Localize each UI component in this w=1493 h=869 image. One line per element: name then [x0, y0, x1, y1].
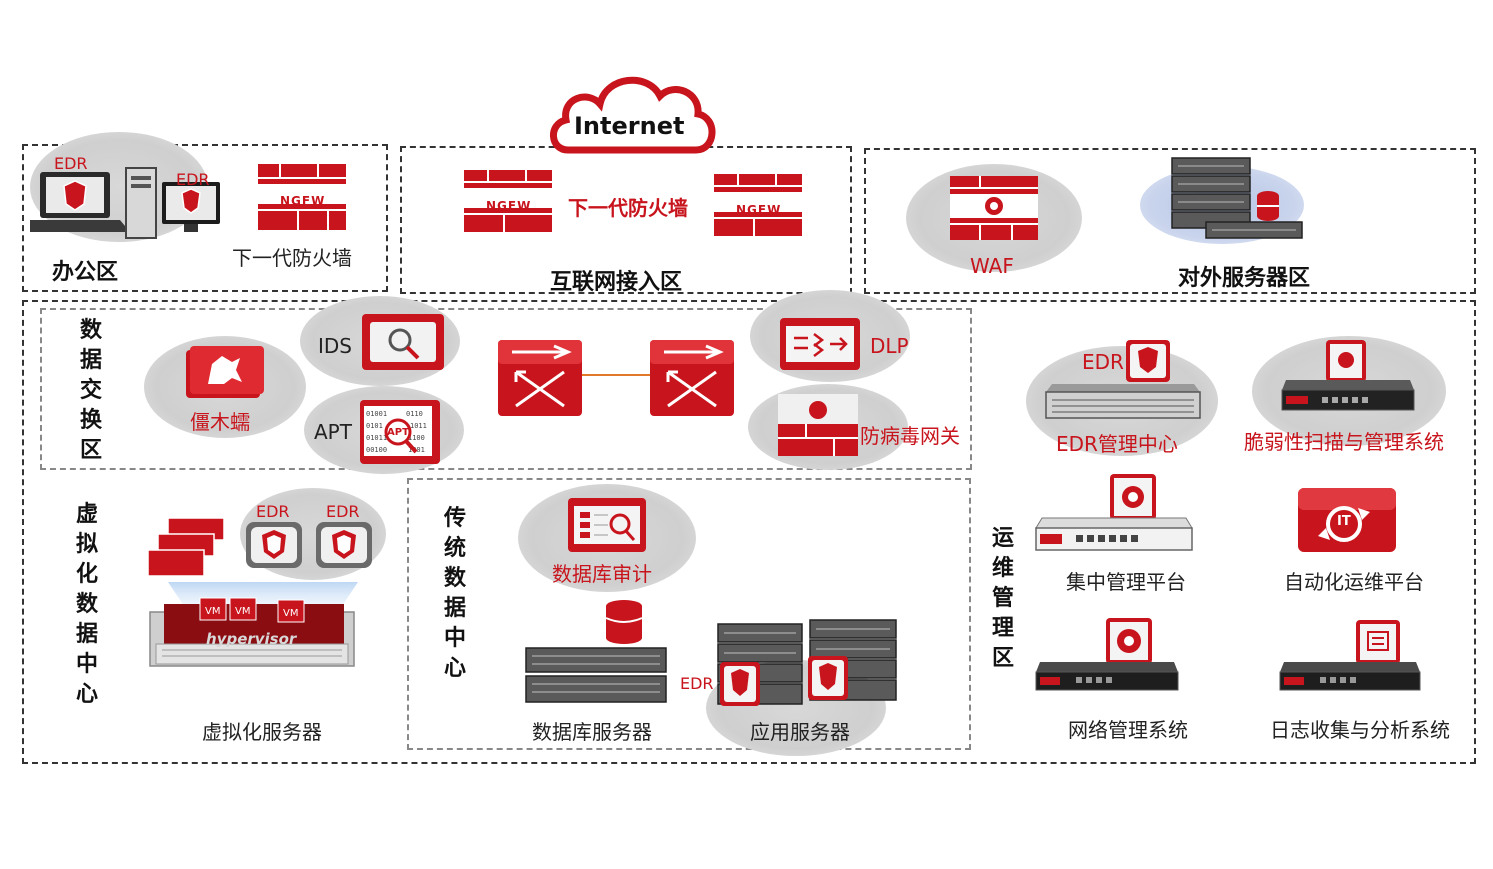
- ngfw-left-icon: [464, 170, 552, 232]
- netmgmt-label: 网络管理系统: [1068, 718, 1188, 742]
- netmgmt-icon: [1035, 618, 1179, 691]
- vuln-scanner-icon: [1281, 340, 1415, 411]
- svg-text:01001: 01001: [366, 410, 387, 418]
- trojan-label: 僵木蠕: [190, 410, 250, 434]
- edr-mgmt-icon: [1045, 340, 1201, 419]
- internal-zone: [22, 300, 1476, 764]
- vuln-label: 脆弱性扫描与管理系统: [1244, 430, 1444, 454]
- hypervisor-server-icon: [149, 597, 355, 667]
- auto-ops-label: 自动化运维平台: [1284, 570, 1424, 594]
- ngfw-left-badge: NGFW: [486, 199, 532, 213]
- ops-title: 运维管理区: [991, 526, 1014, 671]
- waf-icon: [950, 176, 1038, 240]
- internet-cloud-icon: [550, 76, 716, 154]
- antivirus-gateway-icon: [778, 394, 858, 456]
- central-mgmt-icon: [1035, 474, 1193, 551]
- vm-stack-icon: [147, 517, 225, 577]
- waf-label: WAF: [970, 254, 1014, 278]
- svg-text:1100: 1100: [408, 434, 425, 442]
- traditional-dc-title: 传统数据中心: [443, 506, 466, 681]
- app-server-label: 应用服务器: [750, 720, 850, 744]
- ngfw-right-badge: NGFW: [736, 203, 782, 217]
- dlp-label: DLP: [870, 334, 909, 358]
- core-switch-right-icon: [650, 340, 734, 416]
- ids-label: IDS: [318, 334, 352, 358]
- internet-firewall-label: 下一代防火墙: [568, 196, 688, 220]
- auto-ops-icon: [1298, 488, 1396, 552]
- external-server-icon: [1171, 157, 1303, 239]
- internet-label: Internet: [574, 112, 685, 140]
- app-server-icon: [717, 619, 897, 706]
- office-edr-laptop-tag: EDR: [54, 154, 88, 173]
- edr-mgmt-label: EDR管理中心: [1056, 432, 1178, 456]
- desktop-icon: [125, 167, 220, 239]
- virtual-edr-1-icon: [246, 522, 302, 568]
- edr-mgmt-tag: EDR: [1082, 350, 1124, 374]
- log-system-icon: [1279, 620, 1421, 691]
- traditional-dc-zone: [407, 478, 971, 750]
- auto-ops-badge: IT: [1337, 514, 1351, 529]
- db-server-label: 数据库服务器: [532, 720, 652, 744]
- virtual-dc-title: 虚拟化数据中心: [75, 502, 98, 707]
- vm-1-label: VM: [205, 606, 221, 617]
- external-servers-title: 对外服务器区: [1178, 266, 1311, 291]
- core-switch-left-icon: [498, 340, 582, 416]
- office-firewall-label: 下一代防火墙: [232, 246, 352, 270]
- svg-text:1011: 1011: [410, 422, 427, 430]
- trojan-detector-icon: [186, 346, 264, 398]
- office-ngfw-badge: NGFW: [280, 194, 326, 208]
- virtual-edr-2-icon: [316, 522, 372, 568]
- office-edr-desktop-tag: EDR: [176, 170, 210, 189]
- laptop-icon: [30, 172, 130, 232]
- vm-2-label: VM: [235, 606, 251, 617]
- db-server-icon: [525, 600, 667, 703]
- db-audit-label: 数据库审计: [552, 562, 652, 586]
- hypervisor-label: hypervisor: [206, 630, 297, 648]
- internet-access-title: 互联网接入区: [550, 270, 683, 295]
- db-audit-icon: [568, 498, 646, 552]
- apt-badge: APT: [387, 427, 409, 438]
- office-zone: [22, 144, 388, 292]
- central-mgmt-label: 集中管理平台: [1066, 570, 1186, 594]
- office-firewall-icon: [258, 164, 346, 230]
- data-exchange-title: 数据交换区: [79, 318, 102, 463]
- svg-text:0101: 0101: [366, 422, 383, 430]
- ids-icon: [362, 314, 444, 370]
- antivirus-label: 防病毒网关: [860, 424, 960, 448]
- data-exchange-zone: [40, 308, 972, 470]
- app-edr-tag: EDR: [680, 674, 714, 693]
- svg-text:0110: 0110: [406, 410, 423, 418]
- virtual-edr-2-tag: EDR: [326, 502, 360, 521]
- dlp-icon: [780, 318, 860, 370]
- virtual-edr-1-tag: EDR: [256, 502, 290, 521]
- virtual-server-label: 虚拟化服务器: [202, 720, 322, 744]
- link-line: [582, 374, 652, 376]
- vm-3-label: VM: [283, 608, 299, 619]
- log-system-label: 日志收集与分析系统: [1270, 718, 1450, 742]
- external-server-zone: [864, 148, 1476, 294]
- apt-label: APT: [314, 420, 352, 444]
- ngfw-right-icon: [714, 174, 802, 236]
- office-title: 办公区: [52, 260, 119, 285]
- svg-text:00100: 00100: [366, 446, 387, 454]
- svg-text:01011: 01011: [366, 434, 387, 442]
